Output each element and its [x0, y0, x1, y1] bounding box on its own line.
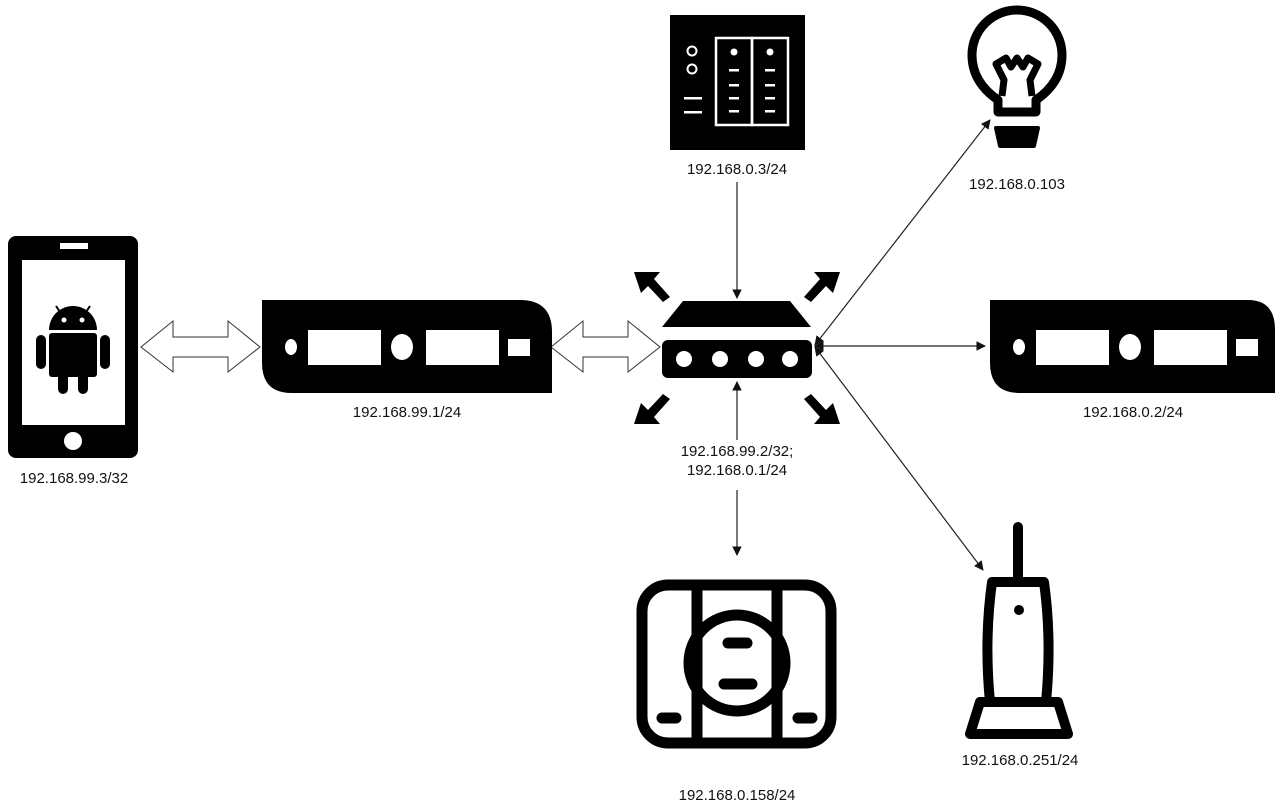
- android-phone-icon[interactable]: [8, 236, 138, 458]
- appliance2-label: 192.168.0.2/24: [1082, 404, 1184, 421]
- link-router-vacuum: [814, 346, 984, 571]
- robot-vacuum-icon[interactable]: [636, 579, 837, 749]
- router-hub-icon[interactable]: [634, 272, 840, 424]
- connectors: [732, 119, 991, 571]
- router-label-line1: 192.168.99.2/32;: [680, 443, 794, 460]
- phone-label: 192.168.99.3/32: [19, 470, 129, 487]
- robot-label: 192.168.0.158/24: [678, 787, 796, 804]
- gateway-label: 192.168.99.1/24: [352, 404, 462, 421]
- smart-bulb-icon[interactable]: [967, 5, 1067, 148]
- link-gateway-router: [550, 319, 661, 374]
- bulb-label: 192.168.0.103: [969, 176, 1065, 193]
- link-bulb-router: [814, 119, 991, 346]
- appliance-icon[interactable]: [990, 300, 1275, 393]
- android-logo-icon: [36, 305, 110, 394]
- upright-vacuum-icon[interactable]: [965, 522, 1073, 739]
- vacuum-label: 192.168.0.251/24: [961, 752, 1079, 769]
- link-phone-gateway: [140, 319, 261, 374]
- gateway-appliance-icon[interactable]: [262, 300, 552, 393]
- nas-label: 192.168.0.3/24: [686, 161, 788, 178]
- router-label-line2: 192.168.0.1/24: [686, 462, 788, 479]
- nas-server-icon[interactable]: [670, 15, 805, 150]
